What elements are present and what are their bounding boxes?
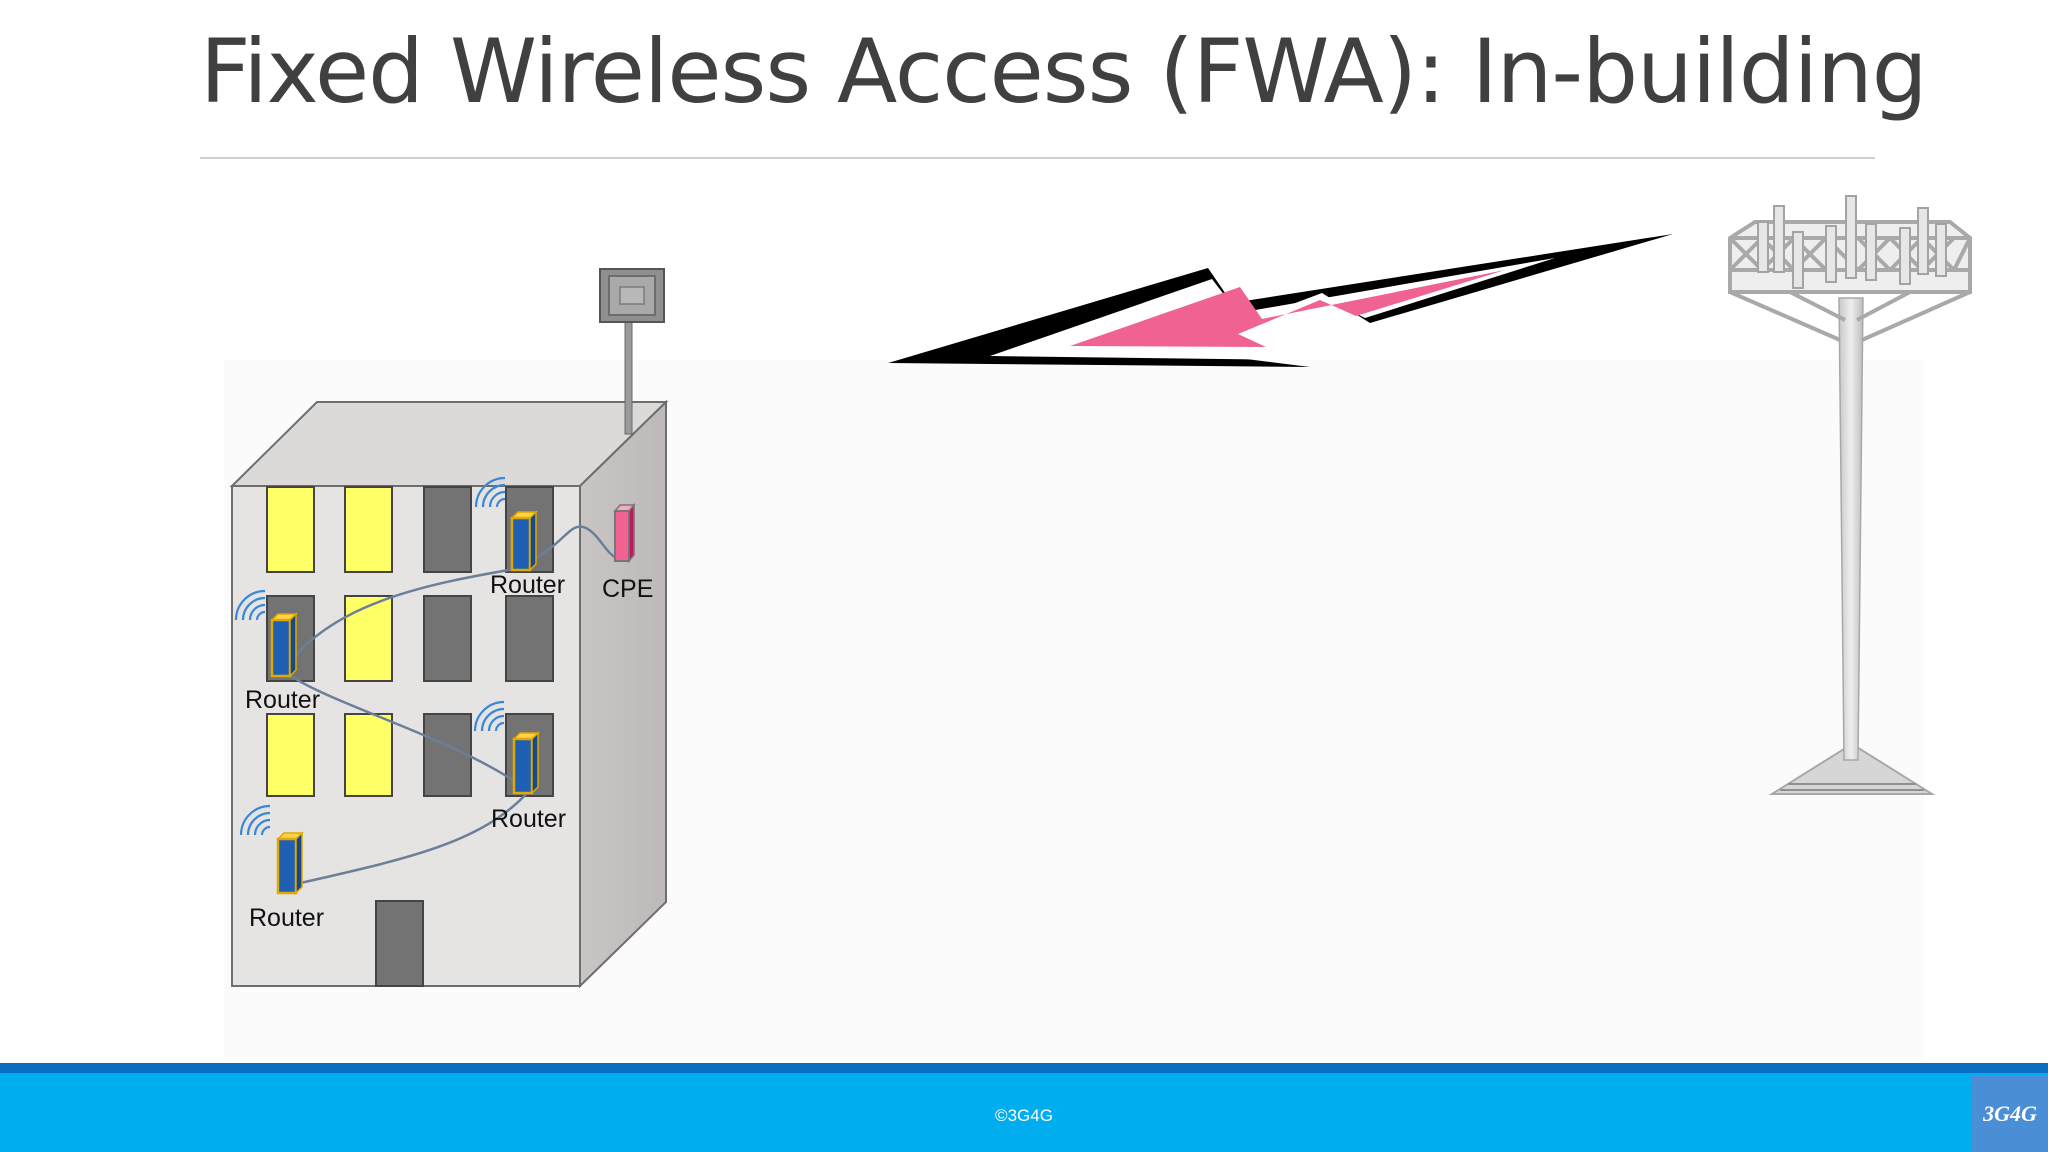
rooftop-antenna	[599, 268, 665, 435]
network-cables	[283, 525, 621, 887]
router-middle-side	[531, 731, 539, 795]
tower-pole	[1838, 297, 1864, 761]
window-dark	[505, 595, 554, 682]
router-left	[270, 612, 298, 678]
building-side	[579, 399, 667, 989]
antenna-panel-core	[619, 286, 645, 305]
cable-middle-bottom	[291, 791, 529, 887]
wifi-icon-router-middle	[473, 700, 505, 732]
window-lit	[344, 713, 393, 797]
router-bottom	[276, 831, 304, 895]
window-lit	[344, 486, 393, 573]
label-router-left: Router	[245, 686, 320, 714]
router-top-body	[510, 516, 532, 572]
window-lit	[266, 713, 315, 797]
cpe-side	[628, 502, 635, 564]
router-middle	[512, 731, 540, 795]
router-top	[510, 510, 538, 572]
fwa-diagram: Router CPE Router Router Router	[229, 195, 1972, 989]
label-cpe: CPE	[602, 575, 653, 603]
router-bottom-side	[295, 831, 303, 895]
window-dark	[423, 595, 472, 682]
cable-router-top-left	[283, 566, 521, 671]
footer-bar	[0, 1073, 2048, 1152]
slide-title: Fixed Wireless Access (FWA): In-building	[200, 20, 1928, 123]
cell-tower	[1728, 195, 1972, 795]
title-divider	[200, 157, 1875, 159]
footer-copyright: ©3G4G	[995, 1106, 1053, 1125]
window-lit	[344, 595, 393, 682]
router-top-side	[529, 510, 537, 572]
cpe-body	[614, 510, 630, 562]
window-dark	[423, 486, 472, 573]
wifi-icon-router-left	[234, 589, 266, 621]
window-lit	[266, 486, 315, 573]
brand-logo: 3G4G	[1972, 1076, 2048, 1152]
cpe-device	[613, 502, 636, 564]
cable-cpe-router-top	[519, 525, 621, 567]
router-bottom-body	[276, 837, 298, 895]
wifi-icon-router-top	[474, 476, 506, 508]
antenna-mast	[624, 321, 633, 435]
router-middle-body	[512, 737, 534, 795]
cable-left-middle	[284, 670, 529, 792]
label-router-top: Router	[490, 571, 565, 599]
window-dark	[423, 713, 472, 797]
bolt-fill	[1070, 270, 1505, 347]
tower-base	[1768, 742, 1936, 795]
tower-antennas	[1757, 195, 1947, 289]
bolt-outline	[888, 234, 1673, 367]
router-left-side	[289, 612, 297, 678]
footer-accent-line	[0, 1063, 2048, 1073]
wifi-icon-router-bottom	[239, 804, 271, 836]
wireless-link-bolt	[888, 234, 1673, 367]
label-router-bottom: Router	[249, 904, 324, 932]
label-router-middle: Router	[491, 805, 566, 833]
router-left-body	[270, 618, 292, 678]
building-door	[375, 900, 424, 987]
